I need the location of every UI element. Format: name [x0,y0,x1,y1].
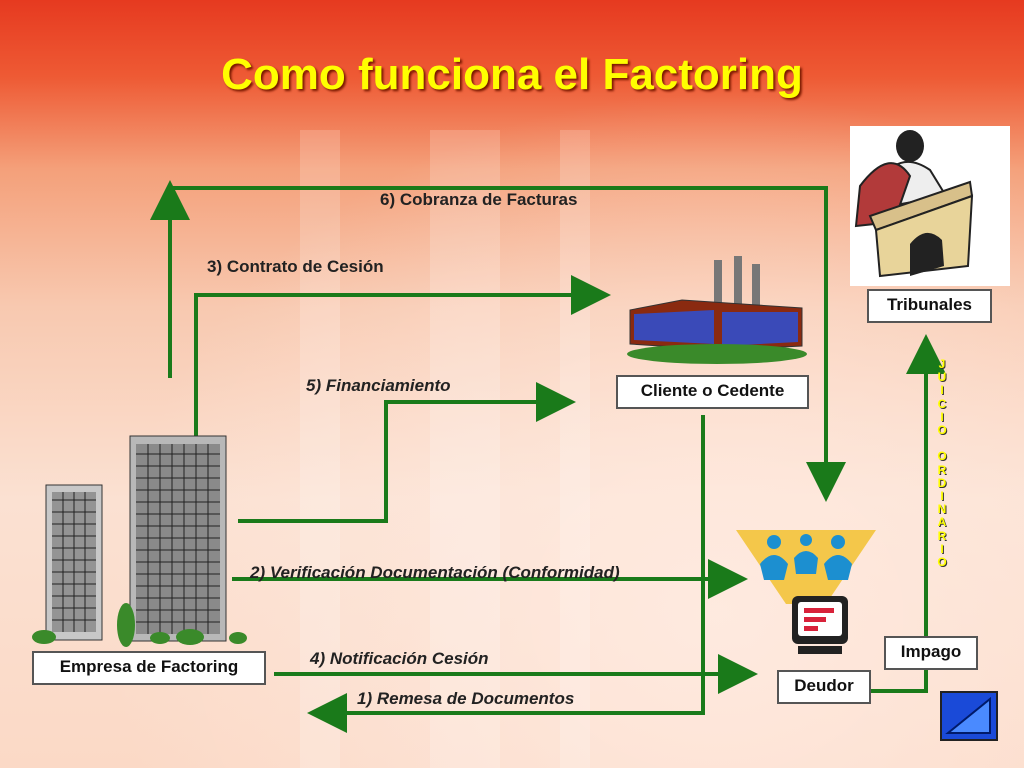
factory-icon [627,256,807,364]
label-contrato: 3) Contrato de Cesión [207,257,384,276]
bg-stripe [300,130,340,768]
label-notificacion: 4) Notificación Cesión [310,649,489,668]
node-empresa-factoring: Empresa de Factoring [32,651,266,685]
arrow-impago [870,334,946,693]
node-tribunales: Tribunales [867,289,992,323]
node-impago: Impago [884,636,978,670]
node-cliente-cedente: Cliente o Cedente [616,375,809,409]
label-cobranza: 6) Cobranza de Facturas [380,190,578,209]
people-computer-icon [736,530,876,654]
label-verificacion: 2) Verificación Documentación (Conformid… [250,563,620,582]
arrow-cobranza [170,186,846,502]
bg-stripe [560,130,590,768]
label-financiamiento: 5) Financiamiento [306,376,451,395]
arrow-remesa [307,415,705,733]
office-buildings-icon [32,435,247,647]
label-juicio-ordinario: J U I C I O O R D I N A R I O [937,357,947,570]
slide-title: Como funciona el Factoring [221,50,803,99]
arrow-contrato [194,275,611,436]
arrow-financiamiento [238,382,576,523]
judge-icon [850,126,1010,286]
node-deudor: Deudor [777,670,871,704]
bg-stripe [430,130,500,768]
nav-back-icon[interactable] [940,691,1000,741]
label-remesa: 1) Remesa de Documentos [357,689,575,708]
